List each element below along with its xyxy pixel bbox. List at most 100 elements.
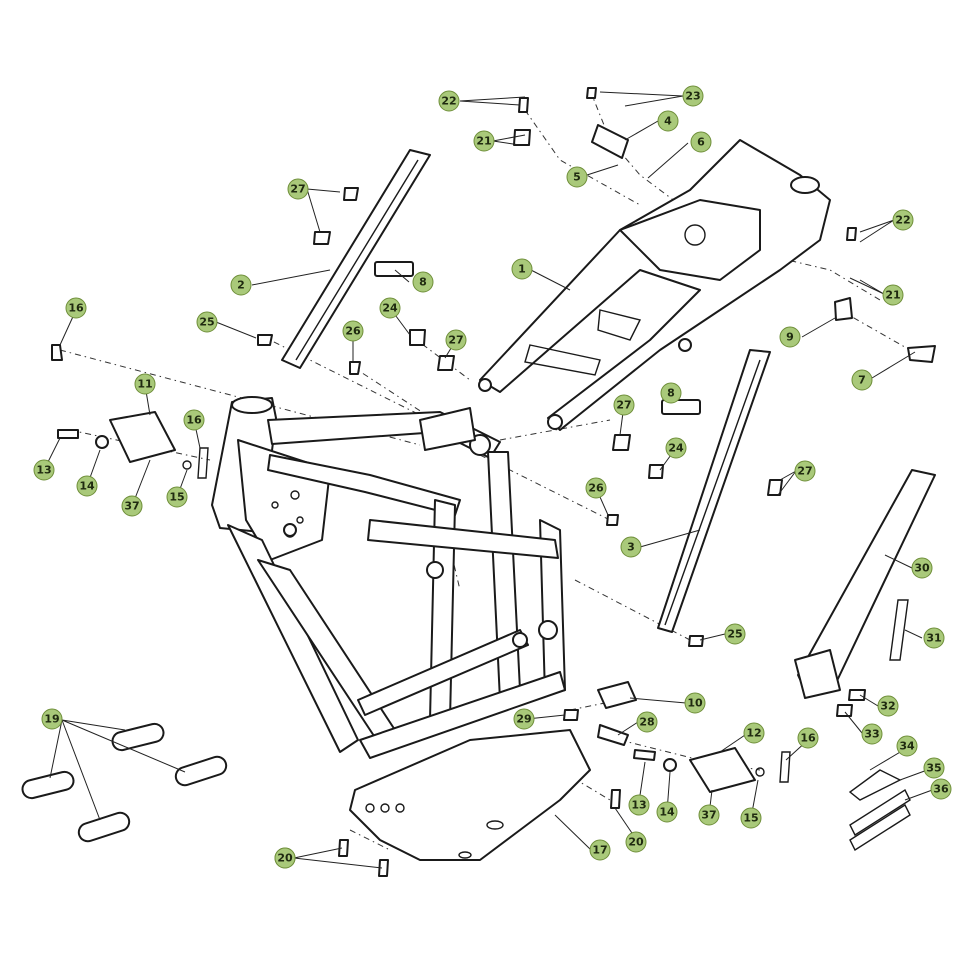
callout-circle	[121, 495, 143, 517]
callout-c10: 10	[684, 692, 706, 714]
callout-number: 27	[797, 465, 812, 478]
callout-number: 15	[743, 812, 758, 825]
callout-circle	[743, 722, 765, 744]
callout-circle	[636, 711, 658, 733]
callout-circle	[566, 166, 588, 188]
callout-c13b: 13	[628, 794, 650, 816]
callout-number: 27	[448, 334, 463, 347]
callout-c12: 12	[743, 722, 765, 744]
callout-number: 37	[701, 809, 716, 822]
callout-number: 23	[685, 90, 700, 103]
callout-number: 15	[169, 491, 184, 504]
callout-circle	[657, 110, 679, 132]
callout-circle	[896, 735, 918, 757]
callout-c8a: 8	[412, 271, 434, 293]
callout-c13a: 13	[33, 459, 55, 481]
callout-circle	[134, 373, 156, 395]
callout-circle	[656, 801, 678, 823]
callout-circle	[41, 708, 63, 730]
callout-number: 7	[858, 374, 866, 387]
callout-number: 8	[667, 387, 675, 400]
callout-c4: 4	[657, 110, 679, 132]
callout-c22a: 22	[438, 90, 460, 112]
callout-circle	[445, 329, 467, 351]
callout-circle	[665, 437, 687, 459]
callout-circle	[684, 692, 706, 714]
callout-circle	[892, 209, 914, 231]
callout-number: 24	[382, 302, 398, 315]
callout-circle	[166, 486, 188, 508]
callout-circle	[923, 627, 945, 649]
callout-c28: 28	[636, 711, 658, 733]
callout-circle	[438, 90, 460, 112]
callout-c17: 17	[589, 839, 611, 861]
callout-number: 25	[727, 628, 742, 641]
callout-number: 14	[659, 806, 675, 819]
callout-c15b: 15	[740, 807, 762, 829]
callout-circle	[882, 284, 904, 306]
callout-circle	[861, 723, 883, 745]
callout-number: 24	[668, 442, 684, 455]
callout-number: 33	[864, 728, 879, 741]
frame-guards	[281, 149, 771, 633]
callout-c24b: 24	[665, 437, 687, 459]
callout-number: 27	[290, 183, 305, 196]
callout-number: 25	[199, 316, 214, 329]
callout-circle	[911, 557, 933, 579]
callout-number: 19	[44, 713, 59, 726]
callout-circle	[412, 271, 434, 293]
callout-number: 20	[628, 836, 644, 849]
callout-number: 20	[277, 852, 293, 865]
callout-circle	[794, 460, 816, 482]
callout-c33: 33	[861, 723, 883, 745]
callout-c14b: 14	[656, 801, 678, 823]
callout-number: 12	[746, 727, 761, 740]
callout-circle	[797, 727, 819, 749]
callout-c34: 34	[896, 735, 918, 757]
callout-circle	[625, 831, 647, 853]
callout-c1: 1	[511, 258, 533, 280]
callout-c26b: 26	[585, 477, 607, 499]
callout-number: 28	[639, 716, 654, 729]
callout-circle	[473, 130, 495, 152]
callout-c30: 30	[911, 557, 933, 579]
callout-c16b: 16	[183, 409, 205, 431]
callout-circle	[698, 804, 720, 826]
callout-c6: 6	[690, 131, 712, 153]
callout-c3: 3	[620, 536, 642, 558]
callout-number: 35	[926, 762, 941, 775]
callout-circle	[923, 757, 945, 779]
callout-c2: 2	[230, 274, 252, 296]
callout-number: 26	[345, 325, 361, 338]
callout-c37b: 37	[698, 804, 720, 826]
callout-circle	[724, 623, 746, 645]
callout-circle	[740, 807, 762, 829]
callout-number: 21	[885, 289, 900, 302]
callout-circle	[589, 839, 611, 861]
callout-number: 16	[800, 732, 816, 745]
callout-c21a: 21	[473, 130, 495, 152]
callout-c7: 7	[851, 369, 873, 391]
callout-c27d: 27	[794, 460, 816, 482]
callout-c11: 11	[134, 373, 156, 395]
callout-c8b: 8	[660, 382, 682, 404]
callout-circle	[287, 178, 309, 200]
callout-c22b: 22	[892, 209, 914, 231]
callout-c29: 29	[513, 708, 535, 730]
callout-number: 26	[588, 482, 604, 495]
callout-circle	[620, 536, 642, 558]
callout-number: 4	[664, 115, 672, 128]
callout-c27c: 27	[613, 394, 635, 416]
callout-number: 17	[592, 844, 607, 857]
callout-number: 11	[137, 378, 152, 391]
callout-number: 13	[631, 799, 646, 812]
callout-number: 6	[697, 136, 705, 149]
callout-circle	[379, 297, 401, 319]
stickers	[21, 722, 228, 843]
callout-c15a: 15	[166, 486, 188, 508]
callout-number: 16	[186, 414, 202, 427]
callout-number: 32	[880, 700, 895, 713]
callout-number: 27	[616, 399, 631, 412]
callout-c25a: 25	[196, 311, 218, 333]
callout-number: 21	[476, 135, 491, 148]
